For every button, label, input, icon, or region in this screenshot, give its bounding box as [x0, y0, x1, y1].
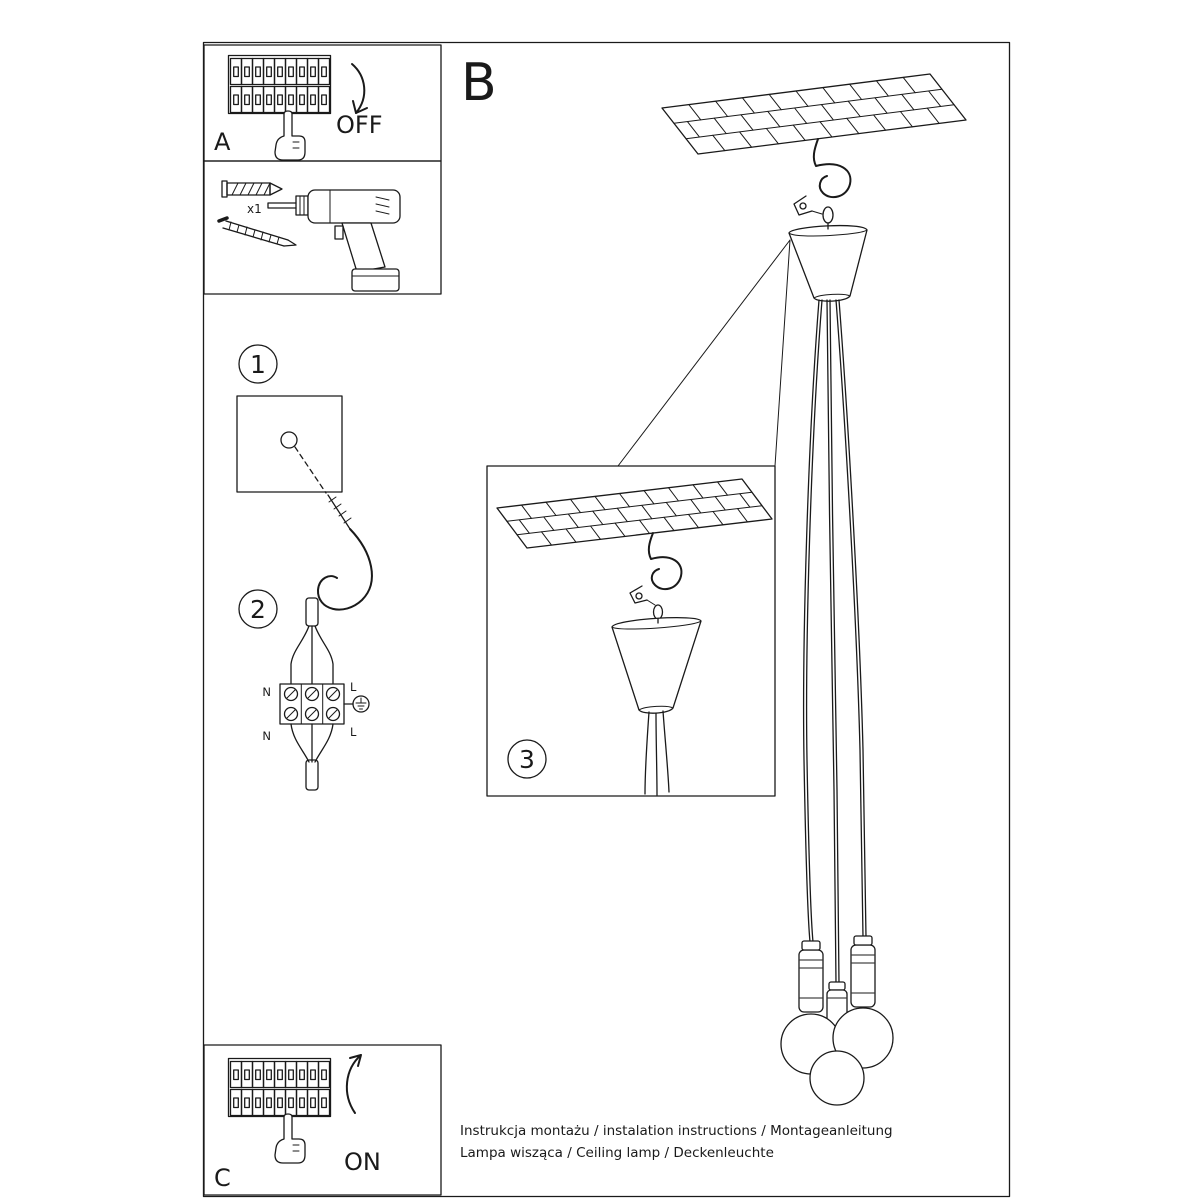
detail-inset: 3: [486, 465, 776, 797]
panel-c-box: [203, 1044, 442, 1196]
canopy-loop: [822, 206, 834, 224]
panel-c-label: C: [214, 1164, 231, 1192]
pendant-cables: [802, 299, 867, 984]
breaker-panel-icon: [229, 1059, 331, 1117]
step-1: 1: [236, 344, 373, 611]
on-arrowhead: [349, 1054, 362, 1067]
screw-icon: [217, 216, 297, 247]
breaker-panel-icon: [229, 56, 331, 114]
step-2-badge: [238, 589, 278, 629]
power-on-panel: C ON: [203, 1044, 442, 1196]
canopy: [788, 222, 868, 302]
socket-right: [850, 944, 876, 1008]
on-label: ON: [344, 1148, 381, 1176]
power-off-panel: A OFF: [203, 44, 442, 162]
tools-box: [203, 160, 442, 295]
on-arrow-icon: [345, 1054, 362, 1114]
inset-canopy: [611, 617, 702, 714]
off-label: OFF: [336, 111, 383, 139]
step-2: 2 N L N L: [238, 589, 370, 791]
step-3-badge: [507, 739, 547, 779]
step-1-badge: [238, 344, 278, 384]
wire-label-n-top: N: [262, 685, 271, 699]
page-border: [202, 41, 1011, 1198]
footer-line-2: Lampa wisząca / Ceiling lamp / Deckenleu…: [460, 1145, 774, 1161]
drill-icon: [267, 189, 401, 292]
wall-plug-icon: [221, 180, 283, 198]
inset-ceiling-board: [496, 478, 773, 549]
drill-hole: [280, 431, 298, 449]
anchor-count-label: x1: [247, 202, 262, 216]
step-1-number: 1: [250, 350, 266, 379]
wire-label-l-top: L: [350, 680, 357, 694]
callout-lines: [617, 239, 791, 467]
section-b-label: B: [461, 53, 497, 113]
wire-label-n-bottom: N: [262, 729, 271, 743]
off-arrow-icon: [351, 63, 366, 114]
footer: Instrukcja montażu / instalation instruc…: [460, 1123, 893, 1161]
wall-panel: [236, 395, 343, 493]
socket-left: [798, 949, 824, 1013]
bulb-middle: [809, 1050, 865, 1106]
step-3-number: 3: [519, 745, 535, 774]
ground-icon: [343, 695, 370, 713]
tools-required-panel: x1: [203, 160, 442, 295]
wire-label-l-bottom: L: [350, 725, 357, 739]
hand-press-icon: [274, 1113, 306, 1164]
main-illustration: B: [461, 53, 967, 1106]
wiring-diagram: [279, 597, 345, 791]
footer-line-1: Instrukcja montażu / instalation instruc…: [460, 1123, 893, 1139]
hand-press-icon: [274, 110, 306, 161]
inset-hook: [629, 532, 683, 606]
panel-a-label: A: [214, 128, 231, 156]
step-2-number: 2: [250, 595, 266, 624]
inset-cables: [644, 710, 670, 796]
alignment-line: [294, 446, 327, 494]
ceiling-hook-icon: [316, 494, 373, 611]
ceiling-board: [661, 73, 967, 155]
off-arrowhead: [352, 100, 368, 114]
ceiling-hook: [793, 138, 852, 216]
